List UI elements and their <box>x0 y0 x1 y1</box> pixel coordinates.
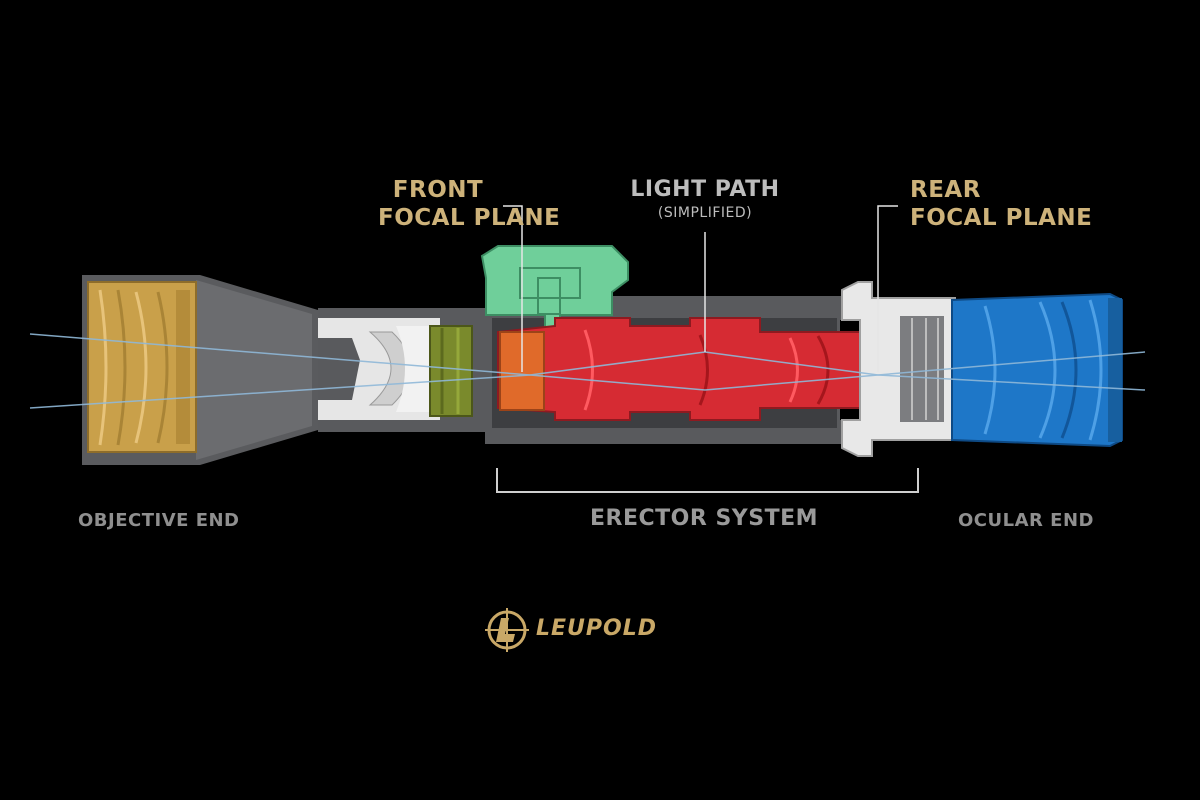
objective-lens <box>87 281 197 453</box>
rear-focal-plane-leader <box>877 205 898 372</box>
light-path-note: (SIMPLIFIED) <box>657 205 753 221</box>
erector-system-label: ERECTOR SYSTEM <box>590 506 818 531</box>
erector-system-tube <box>497 316 911 422</box>
light-path-label: LIGHT PATH (SIMPLIFIED) <box>605 176 805 222</box>
rear-focal-plane-line-1: REAR <box>910 177 981 203</box>
front-focal-plane-line-2: FOCAL PLANE <box>378 205 561 231</box>
front-focal-plane-label: FRONT FOCAL PLANE <box>378 176 561 232</box>
leupold-emblem <box>485 608 529 652</box>
light-path-title: LIGHT PATH <box>630 177 780 202</box>
light-path-rays <box>29 333 1146 409</box>
front-focal-plane-line-1: FRONT <box>392 177 484 203</box>
front-focal-plane-leader <box>503 205 523 372</box>
rear-focal-plane-line-2: FOCAL PLANE <box>910 205 1093 231</box>
leupold-wordmark: LEUPOLD <box>536 616 658 641</box>
ocular-lens <box>951 292 1123 448</box>
erector-bracket <box>496 468 919 493</box>
rear-focal-plane-label: REAR FOCAL PLANE <box>910 176 1092 232</box>
objective-end-label: OBJECTIVE END <box>78 510 240 531</box>
turret <box>480 245 629 329</box>
ocular-housing <box>841 281 956 457</box>
ocular-end-label: OCULAR END <box>958 510 1094 531</box>
relay-lens <box>429 325 473 417</box>
